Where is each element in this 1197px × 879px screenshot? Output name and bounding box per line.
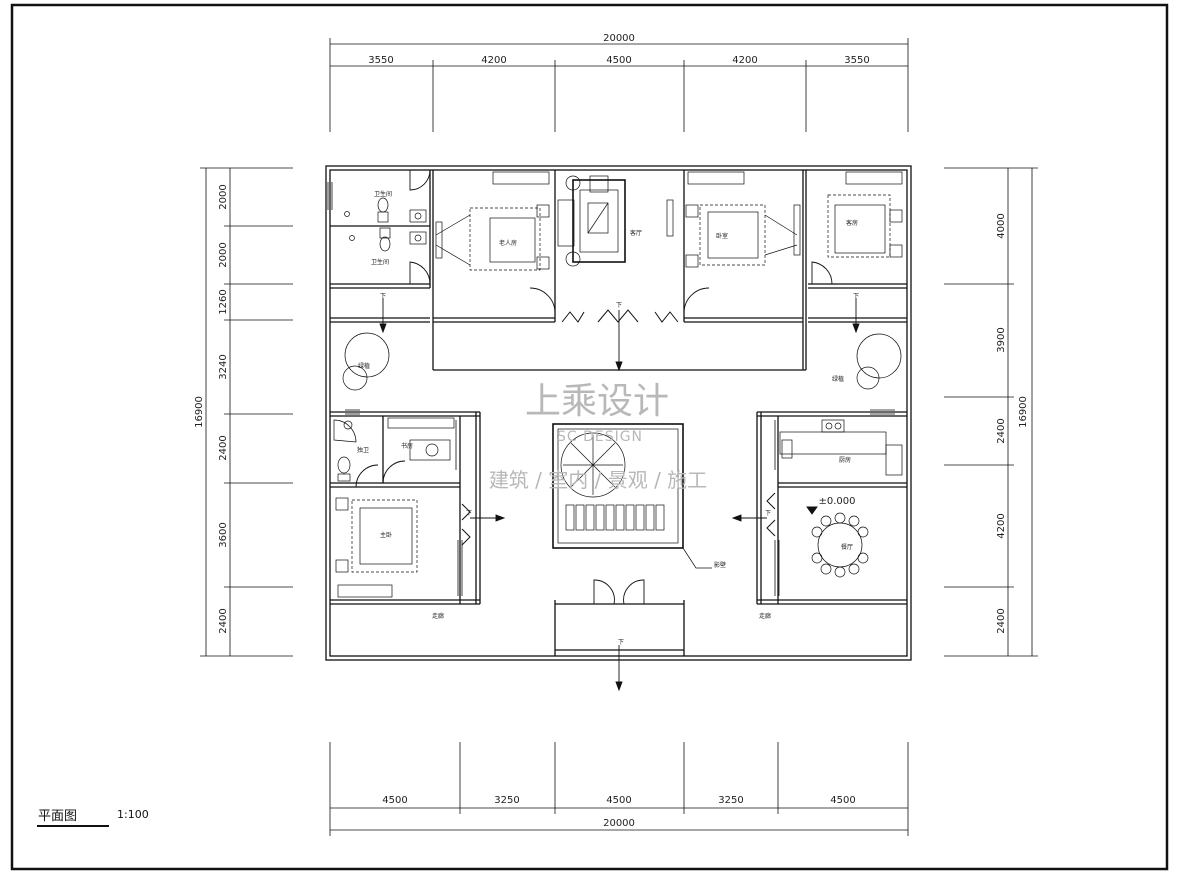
label-bedroom: 卧室: [716, 232, 728, 240]
label-ensuite: 独卫: [357, 446, 369, 454]
label-corridor-left: 走廊: [432, 612, 444, 620]
walls: [325, 165, 912, 661]
dim-top-seg-5: 3550: [844, 55, 869, 66]
label-courtyard-right: 绿植: [832, 375, 844, 383]
dim-top-seg-1: 3550: [368, 55, 393, 66]
down-marker-entrance: 下: [618, 639, 624, 646]
drawing-title: 平面图: [38, 809, 78, 824]
direction-arrows: [379, 298, 860, 692]
sheet-border: [10, 3, 1169, 871]
watermark-brand-en: SC DESIGN: [557, 429, 643, 445]
drawing-scale: 1:100: [117, 808, 149, 821]
dim-top-seg-3: 4500: [606, 55, 631, 66]
dim-right-seg-3: 2400: [996, 418, 1007, 443]
down-marker-right: 下: [853, 293, 859, 300]
dim-top-total: 20000: [603, 33, 635, 44]
top-dimensions: [329, 38, 909, 132]
dim-left-seg-3: 1260: [218, 289, 229, 314]
down-marker-east: 下: [765, 510, 771, 517]
label-guest-room: 客房: [846, 219, 858, 227]
label-study: 书房: [401, 442, 413, 450]
dim-left-seg-6: 3600: [218, 522, 229, 547]
down-marker-west: 下: [466, 510, 472, 517]
dim-left-seg-4: 3240: [218, 354, 229, 379]
dim-right-total: 16900: [1018, 396, 1029, 428]
label-master-bedroom: 主卧: [380, 531, 392, 539]
bottom-dimensions: [329, 742, 909, 836]
dim-bottom-seg-5: 4500: [830, 795, 855, 806]
title-underline: [37, 825, 109, 827]
furniture: [333, 171, 903, 598]
label-dining-room: 餐厅: [841, 543, 853, 551]
dim-left-seg-2: 2000: [218, 242, 229, 267]
dim-left-seg-7: 2400: [218, 608, 229, 633]
dim-bottom-seg-1: 4500: [382, 795, 407, 806]
dim-right-seg-2: 3900: [996, 327, 1007, 352]
dim-right-seg-1: 4000: [996, 213, 1007, 238]
level-marker: ±0.000: [818, 496, 855, 507]
label-kitchen: 厨房: [839, 456, 851, 464]
dim-right-seg-4: 4200: [996, 513, 1007, 538]
folding-doors: [461, 309, 776, 546]
label-elder-bedroom: 老人房: [499, 239, 517, 247]
label-screen-wall: 影壁: [714, 561, 726, 569]
label-corridor-right: 走廊: [759, 612, 771, 620]
label-living-room: 客厅: [630, 229, 642, 237]
right-dimensions: [944, 167, 1038, 657]
label-bath-second: 卫生间: [371, 258, 389, 266]
dim-left-seg-1: 2000: [218, 184, 229, 209]
dim-bottom-seg-4: 3250: [718, 795, 743, 806]
doors: [355, 169, 833, 605]
dim-left-seg-5: 2400: [218, 435, 229, 460]
dim-right-seg-5: 2400: [996, 608, 1007, 633]
left-dimensions: [200, 167, 293, 657]
watermark-brand: 上乘设计: [525, 381, 669, 422]
label-courtyard-left: 绿植: [358, 362, 370, 370]
dim-top-seg-2: 4200: [481, 55, 506, 66]
dim-bottom-total: 20000: [603, 818, 635, 829]
down-marker-left: 下: [380, 293, 386, 300]
dim-left-total: 16900: [194, 396, 205, 428]
dim-bottom-seg-2: 3250: [494, 795, 519, 806]
down-marker-center: 下: [616, 302, 622, 309]
label-bath-top: 卫生间: [374, 190, 392, 198]
windows: [327, 182, 895, 596]
watermark-services: 建筑 / 室内 / 景观 / 施工: [489, 468, 707, 492]
dim-bottom-seg-3: 4500: [606, 795, 631, 806]
dim-top-seg-4: 4200: [732, 55, 757, 66]
